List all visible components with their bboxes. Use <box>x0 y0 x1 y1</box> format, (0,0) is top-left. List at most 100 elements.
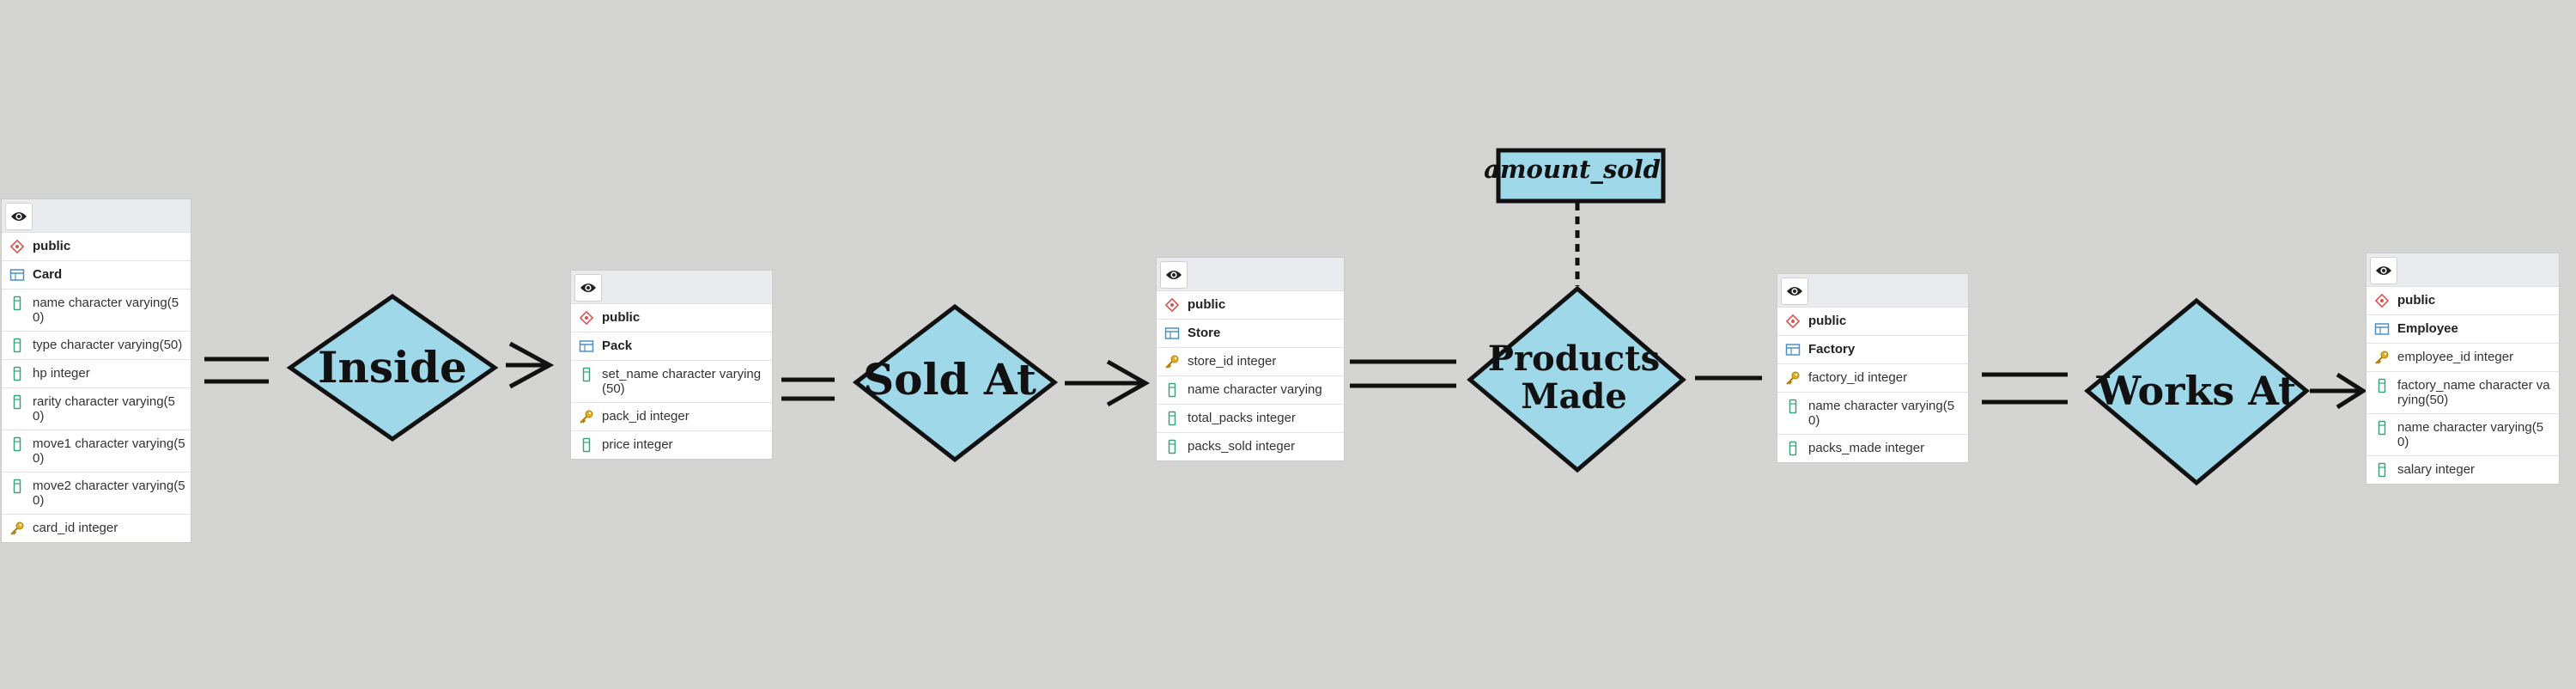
key-icon <box>579 409 594 424</box>
schema-icon <box>1164 297 1180 313</box>
schema-icon <box>2374 293 2390 308</box>
eye-icon[interactable] <box>574 274 602 302</box>
schema-row[interactable]: public <box>1777 308 1968 336</box>
column-row-label: name character varying(50) <box>33 296 179 325</box>
attribute-box-amount-sold[interactable] <box>1496 148 1666 204</box>
column-icon <box>2374 462 2390 478</box>
column-row[interactable]: packs_made integer <box>1777 435 1968 462</box>
relationship-label-works-at: Works At <box>2096 368 2297 414</box>
key-icon <box>9 521 25 536</box>
column-row-label: pack_id integer <box>602 409 690 424</box>
schema-icon <box>579 310 594 326</box>
table-icon <box>9 267 25 283</box>
schema-row[interactable]: public <box>1157 291 1344 320</box>
column-row-label: total_packs integer <box>1188 411 1296 425</box>
column-row-label: packs_sold integer <box>1188 439 1296 454</box>
column-row[interactable]: set_name character varying(50) <box>571 361 772 403</box>
column-row[interactable]: factory_id integer <box>1777 364 1968 393</box>
column-row[interactable]: name character varying <box>1157 376 1344 405</box>
schema-row[interactable]: public <box>2366 287 2559 315</box>
table-icon <box>579 338 594 354</box>
column-row[interactable]: name character varying(50) <box>2 290 191 332</box>
column-row[interactable]: rarity character varying(50) <box>2 388 191 430</box>
table-name-row[interactable]: Employee <box>2366 315 2559 344</box>
table-name-row-label: Factory <box>1808 342 1856 357</box>
table-name-row-label: Store <box>1188 326 1221 340</box>
eye-icon[interactable] <box>1781 277 1808 305</box>
column-row-label: name character varying(50) <box>1808 399 1955 428</box>
column-icon <box>1164 382 1180 398</box>
column-icon <box>579 437 594 453</box>
eye-icon[interactable] <box>1160 261 1188 289</box>
relationship-label-products: Products <box>1488 338 1660 379</box>
arrow-head-pack <box>508 341 555 389</box>
table-name-row-label: Card <box>33 267 63 282</box>
column-row[interactable]: store_id integer <box>1157 348 1344 376</box>
column-row[interactable]: hp integer <box>2 360 191 388</box>
table-name-row[interactable]: Pack <box>571 332 772 361</box>
column-row[interactable]: salary integer <box>2366 456 2559 484</box>
eye-icon[interactable] <box>5 203 33 230</box>
relationship-diamond-sold-at[interactable] <box>852 303 1059 463</box>
column-row[interactable]: type character varying(50) <box>2 332 191 360</box>
schema-row[interactable]: public <box>571 304 772 332</box>
column-row[interactable]: packs_sold integer <box>1157 433 1344 460</box>
column-row[interactable]: card_id integer <box>2 515 191 542</box>
column-row-label: name character varying <box>1188 382 1322 397</box>
column-row-label: move1 character varying(50) <box>33 436 185 466</box>
table-header <box>1157 258 1344 291</box>
table-name-row[interactable]: Factory <box>1777 336 1968 364</box>
table-header <box>1777 274 1968 308</box>
table-name-row-label: Employee <box>2397 321 2458 336</box>
column-row[interactable]: move2 character varying(50) <box>2 473 191 515</box>
column-row-label: store_id integer <box>1188 354 1277 369</box>
schema-row-label: public <box>602 310 641 325</box>
table-header <box>571 271 772 304</box>
column-row-label: price integer <box>602 437 673 452</box>
column-row[interactable]: move1 character varying(50) <box>2 430 191 473</box>
schema-icon <box>9 239 25 254</box>
column-row[interactable]: total_packs integer <box>1157 405 1344 433</box>
eye-icon[interactable] <box>2370 257 2397 284</box>
column-row-label: rarity character varying(50) <box>33 394 175 424</box>
table-icon <box>1785 342 1801 357</box>
table-name-row[interactable]: Store <box>1157 320 1344 348</box>
schema-icon <box>1785 314 1801 329</box>
key-icon <box>1164 354 1180 369</box>
arrow-head-employee <box>2336 372 2367 410</box>
column-icon <box>9 296 25 311</box>
column-row[interactable]: name character varying(50) <box>1777 393 1968 435</box>
key-icon <box>2374 350 2390 365</box>
relationship-label-inside: Inside <box>318 342 467 393</box>
column-icon <box>9 338 25 353</box>
column-row[interactable]: pack_id integer <box>571 403 772 431</box>
table-header <box>2366 253 2559 287</box>
relationship-diamond-works-at[interactable] <box>2084 297 2310 486</box>
relationship-diamond-products-made[interactable] <box>1467 285 1686 473</box>
key-icon <box>1785 370 1801 386</box>
relationship-label-sold-at: Sold At <box>863 354 1036 405</box>
table-name-row[interactable]: Card <box>2 261 191 290</box>
arrow-head-store <box>1106 359 1151 407</box>
relationship-diamond-inside[interactable] <box>286 293 499 442</box>
column-icon <box>2374 420 2390 436</box>
column-icon <box>9 479 25 494</box>
column-row[interactable]: name character varying(50) <box>2366 414 2559 456</box>
column-row[interactable]: employee_id integer <box>2366 344 2559 372</box>
attribute-label-amount-sold: amount_sold <box>1484 155 1661 184</box>
column-row-label: name character varying(50) <box>2397 420 2544 449</box>
column-row[interactable]: price integer <box>571 431 772 459</box>
schema-row[interactable]: public <box>2 233 191 261</box>
column-icon <box>579 367 594 382</box>
column-icon <box>9 436 25 452</box>
schema-row-label: public <box>1808 314 1847 328</box>
column-icon <box>1785 441 1801 456</box>
column-icon <box>2374 378 2390 393</box>
column-row[interactable]: factory_name character varying(50) <box>2366 372 2559 414</box>
column-icon <box>1785 399 1801 414</box>
